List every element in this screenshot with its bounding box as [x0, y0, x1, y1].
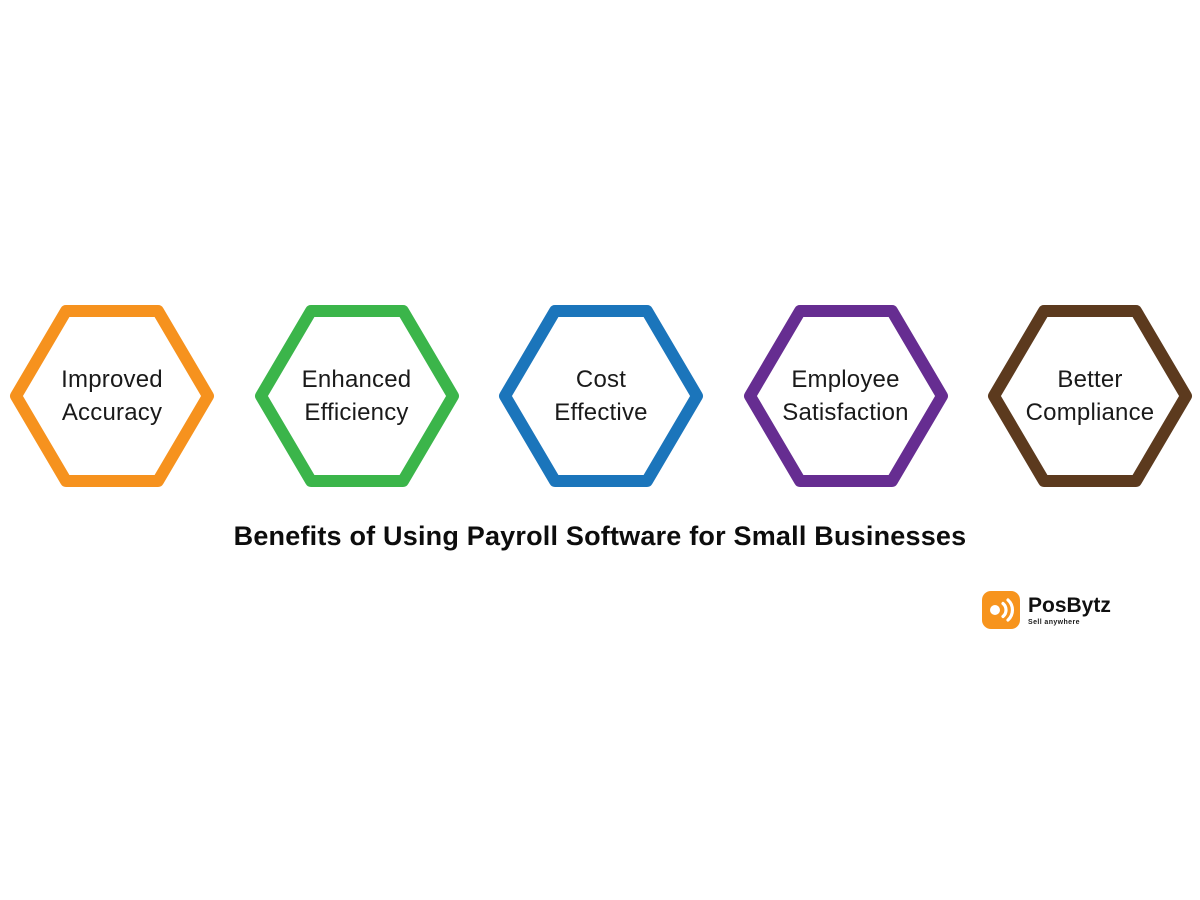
hexagon-label-line2: Efficiency [304, 399, 409, 426]
hexagon-outline [988, 305, 1192, 487]
hexagon-outline [10, 305, 214, 487]
hexagon-label-line2: Compliance [1025, 399, 1155, 426]
hexagon-label-line2: Satisfaction [782, 399, 909, 426]
hexagon-label-line1: Improved [61, 365, 163, 393]
posbytz-logo-text: PosBytz Sell anywhere [1028, 591, 1111, 626]
posbytz-speaker-icon [982, 591, 1020, 629]
hexagon-label-line2: Effective [554, 399, 648, 426]
hexagon-label-line2: Accuracy [61, 399, 163, 426]
hexagon-label-line1: Cost [575, 365, 627, 393]
hexagon-label-line1: Better [1057, 365, 1123, 393]
hexagon-label-line1: Enhanced [301, 365, 412, 393]
hexagon-label-line1: Employee [791, 365, 900, 393]
hexagon-outline [254, 305, 459, 487]
hexagon-outline [499, 305, 703, 487]
diagram-title: Benefits of Using Payroll Software for S… [233, 521, 967, 551]
posbytz-logo-name: PosBytz [1028, 594, 1111, 617]
posbytz-logo: PosBytz Sell anywhere [982, 591, 1111, 629]
hexagon-outline [743, 305, 948, 487]
posbytz-logo-tagline: Sell anywhere [1028, 619, 1080, 627]
